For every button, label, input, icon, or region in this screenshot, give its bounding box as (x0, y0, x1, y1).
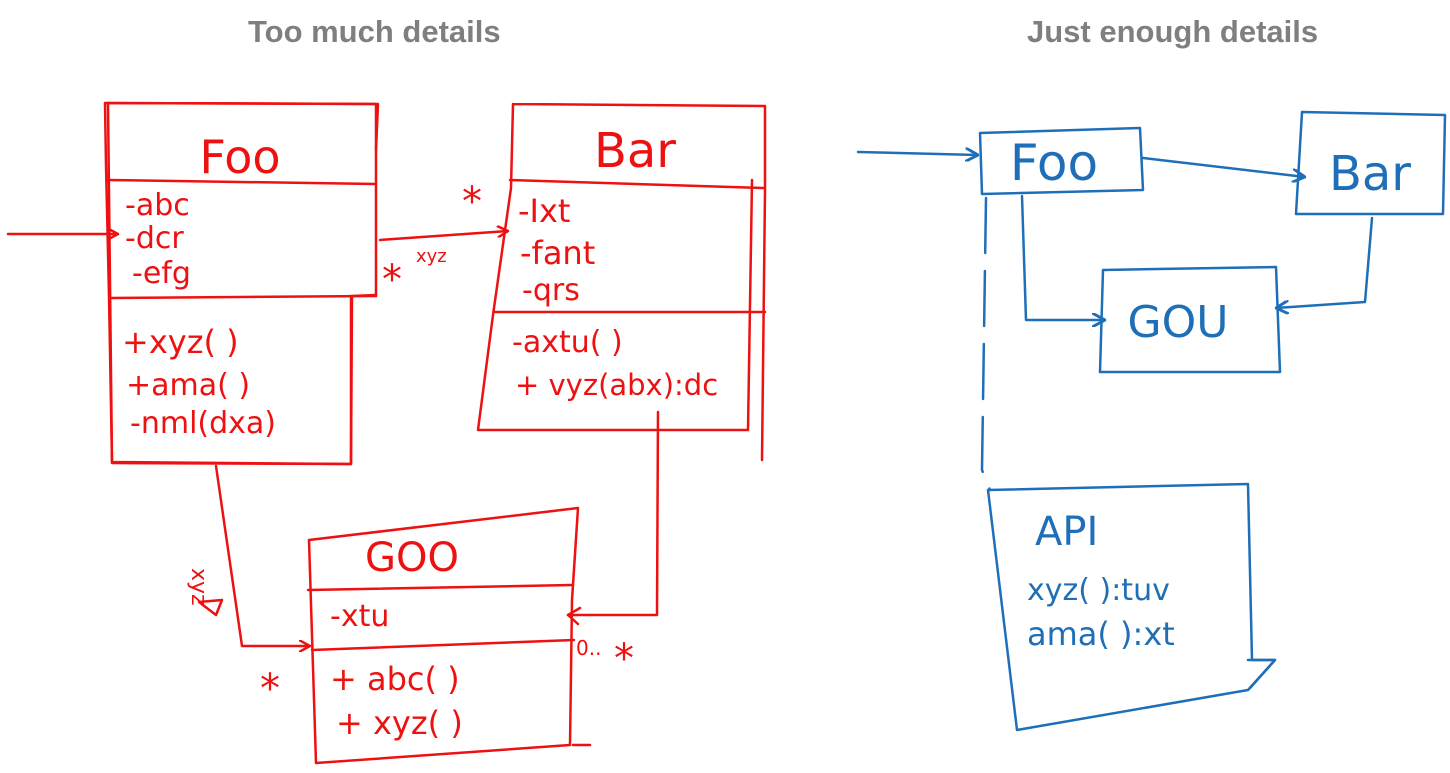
class-foo-attr-3: -efg (132, 256, 191, 291)
mult-foo-bar-target: * (462, 179, 482, 225)
simple-note-fold (1246, 658, 1277, 690)
heading-too-much-details: Too much details (248, 14, 501, 49)
class-goo-name: GOO (365, 535, 459, 581)
note-line-2: ama( ):xt (1027, 615, 1175, 653)
class-foo-method-2: +ama( ) (126, 368, 250, 403)
class-goo-box (307, 506, 580, 765)
class-foo (103, 101, 380, 466)
class-bar (476, 102, 767, 462)
simple-bar-label: Bar (1329, 146, 1411, 202)
class-foo-attr-2: -dcr (125, 221, 184, 256)
role-bar-goo: 0.. (576, 636, 601, 660)
simple-arrow-foo-goo (1020, 194, 1107, 320)
class-foo-attr-1: -abc (125, 188, 190, 223)
class-goo-method-2: + xyz( ) (336, 704, 463, 742)
simple-goo-box (1098, 265, 1282, 374)
class-goo-attr-1: -xtu (330, 599, 389, 634)
class-bar-box (476, 102, 767, 462)
mult-bar-goo: * (614, 636, 634, 682)
class-goo-divider-2 (310, 638, 576, 652)
simple-entry-arrow (856, 152, 978, 155)
role-foo-bar: xyz (416, 246, 447, 267)
class-goo (306, 506, 592, 765)
simple-foo-label: Foo (1010, 134, 1098, 192)
class-foo-box (104, 101, 378, 466)
simple-dashed-link (980, 196, 992, 492)
aggregation-triangle-icon (197, 598, 224, 617)
class-goo-method-1: + abc( ) (330, 660, 460, 698)
class-bar-divider-1 (508, 178, 765, 190)
heading-just-enough-details: Just enough details (1027, 14, 1319, 49)
class-goo-divider-1 (306, 583, 574, 592)
class-foo-divider-1 (105, 178, 378, 186)
simple-diagram (856, 110, 1447, 732)
simple-arrow-foo-bar (1141, 156, 1305, 177)
assoc-bar-goo (566, 410, 660, 617)
class-foo-divider-2 (108, 294, 378, 300)
class-bar-attr-2: -fant (520, 234, 595, 272)
mult-foo-bar-source: * (382, 257, 402, 303)
class-bar-method-1: -axtu( ) (512, 325, 623, 360)
assoc-foo-bar (378, 231, 508, 242)
simple-foo-box (978, 126, 1145, 196)
class-foo-method-3: -nml(dxa) (130, 406, 276, 441)
note-line-1: xyz( ):tuv (1027, 573, 1170, 608)
class-foo-method-1: +xyz( ) (122, 323, 239, 361)
simple-arrow-bar-goo (1276, 216, 1374, 308)
class-bar-attr-1: -Ixt (518, 192, 570, 230)
class-bar-attr-3: -qrs (522, 273, 580, 308)
class-foo-name: Foo (199, 130, 280, 184)
role-foo-goo: xyz (186, 568, 211, 606)
mult-foo-goo: * (260, 666, 280, 712)
class-bar-name: Bar (594, 123, 676, 179)
note-title: API (1035, 509, 1098, 555)
assoc-foo-goo (214, 464, 312, 646)
simple-goo-label: GOU (1128, 297, 1229, 348)
detailed-diagram (6, 101, 767, 765)
class-bar-method-2: + vyz(abx):dc (515, 368, 718, 402)
assoc-bar-goo-head (566, 606, 582, 626)
